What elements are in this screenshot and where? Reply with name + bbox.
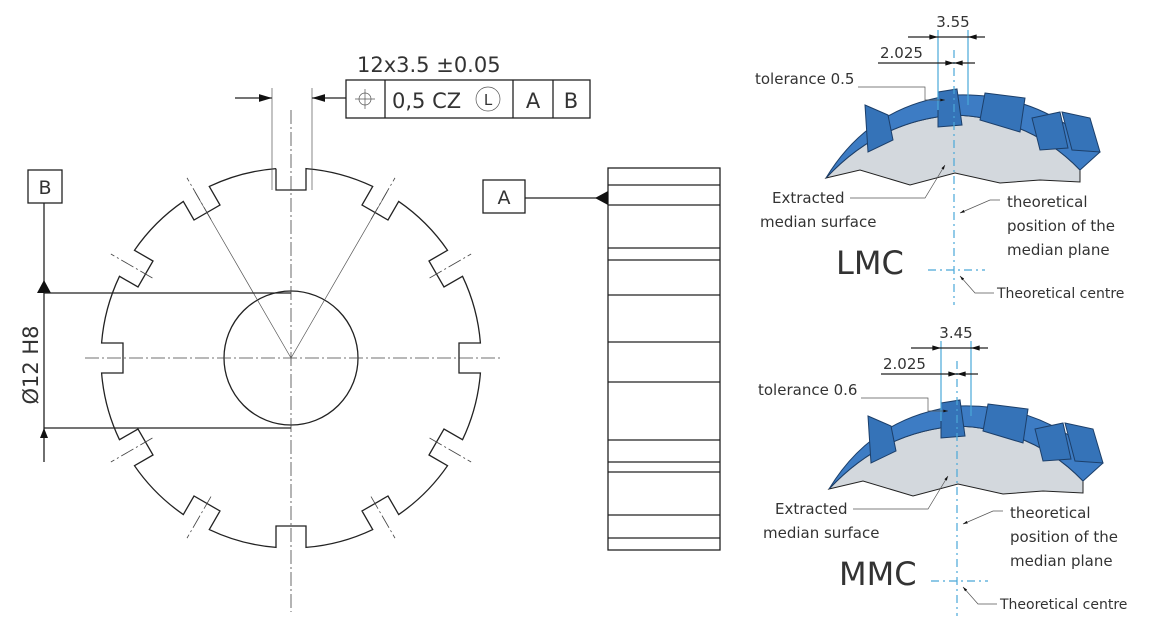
dimension-inner: 2.025: [883, 355, 926, 373]
gear-tooth: [940, 399, 966, 439]
theoretical-label-line3: median plane: [1010, 552, 1113, 570]
slot-centerline: [110, 437, 153, 463]
gear-tooth: [867, 415, 897, 464]
extracted-label-line1: Extracted: [775, 500, 847, 518]
datum-b: B Ø12 H8: [19, 169, 291, 462]
datum-b-label: B: [38, 177, 51, 199]
condition-label: MMC: [839, 555, 917, 593]
slot-centerline: [370, 496, 396, 539]
gear-tooth: [1064, 422, 1104, 464]
slot-centerline: [186, 177, 212, 220]
dimension-outer: 3.45: [939, 324, 972, 342]
gear-front-view: [85, 110, 500, 612]
datum-a-label: A: [498, 187, 511, 209]
extracted-label-line2: median surface: [763, 524, 879, 542]
datum-a-triangle: [595, 191, 608, 205]
slot-centerline: [429, 253, 472, 279]
datum-ref-a: A: [526, 89, 541, 113]
gear-tooth: [1034, 422, 1072, 462]
theoretical-label-line3: median plane: [1007, 241, 1110, 259]
gear-tooth: [937, 88, 963, 128]
dimension-inner: 2.025: [880, 44, 923, 62]
theoretical-label-line2: position of the: [1007, 217, 1115, 235]
slot-centerline: [429, 437, 472, 463]
tolerance-value: 0,5 CZ: [392, 89, 461, 113]
feature-control-frame: 12x3.5 ±0.05 0,5 CZ L A B: [235, 53, 591, 190]
slot-dimension: 12x3.5 ±0.05: [357, 53, 501, 77]
slot-centerline: [186, 496, 212, 539]
slot-centerline: [110, 253, 153, 279]
gear-tooth: [1061, 111, 1101, 153]
gear-tooth: [982, 403, 1029, 444]
lmc-modifier: L: [484, 91, 493, 109]
extracted-label-line2: median surface: [760, 213, 876, 231]
centre-label: Theoretical centre: [999, 597, 1127, 613]
theoretical-label-line1: theoretical: [1010, 504, 1091, 522]
slot-centerlines: [110, 177, 472, 539]
gear-tooth: [1031, 111, 1069, 151]
dimension-outer: 3.55: [936, 13, 969, 31]
gear-outline: [100, 167, 482, 549]
gear-tooth: [979, 92, 1026, 133]
extracted-label-line1: Extracted: [772, 189, 844, 207]
gear-side-view: A: [482, 167, 721, 551]
gear-tooth: [864, 104, 894, 153]
bore-dimension: Ø12 H8: [19, 325, 43, 404]
condition-label: LMC: [836, 244, 904, 282]
theoretical-label-line2: position of the: [1010, 528, 1118, 546]
construction-line: [290, 191, 388, 359]
centre-label: Theoretical centre: [996, 286, 1124, 302]
datum-ref-b: B: [564, 89, 578, 113]
slot-centerline: [370, 177, 396, 220]
theoretical-label-line1: theoretical: [1007, 193, 1088, 211]
tolerance-label: tolerance 0.6: [758, 381, 857, 399]
tolerance-label: tolerance 0.5: [755, 70, 854, 88]
construction-line: [194, 191, 292, 359]
position-icon: [355, 89, 375, 109]
